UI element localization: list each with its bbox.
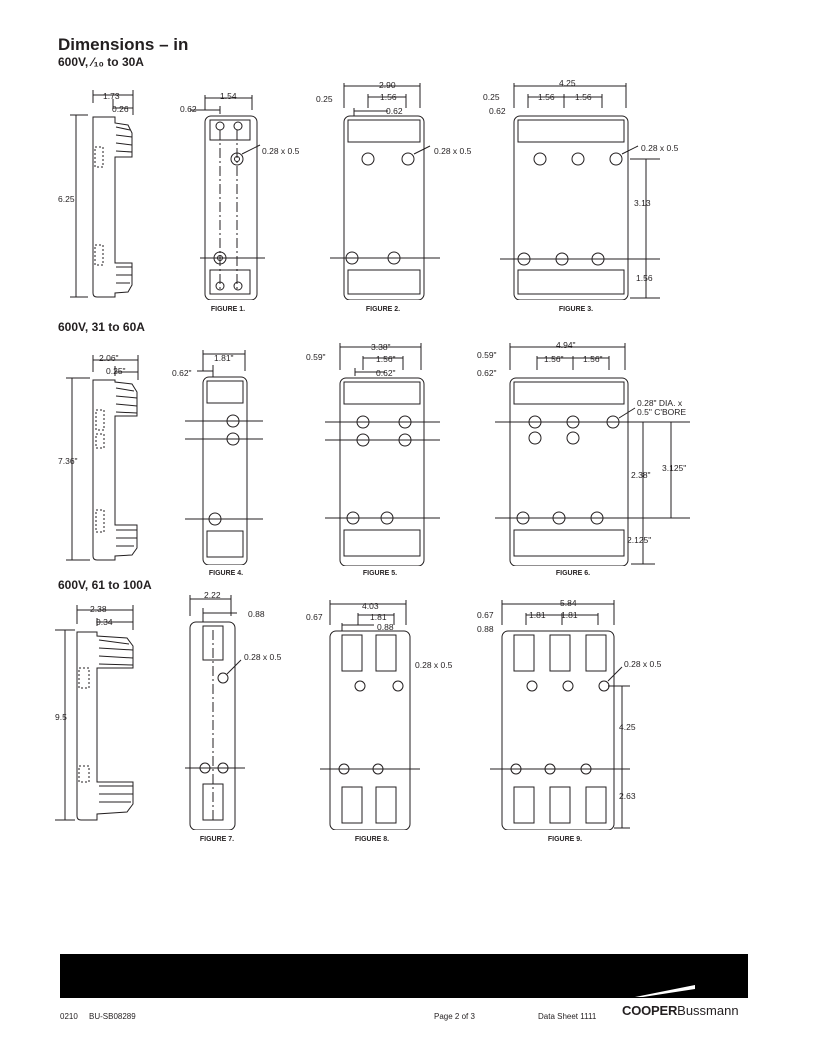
fig6-dim-width: 4.94" xyxy=(556,340,576,350)
figure-6-caption: FIGURE 6. xyxy=(555,570,591,577)
fig6-dim-hole-dia: 0.28" DIA. x xyxy=(637,398,683,408)
figure-7-caption: FIGURE 7. xyxy=(199,836,235,843)
fig6-dim-spacing-2: 1.56" xyxy=(583,354,603,364)
fig8-dim-left: 0.67 xyxy=(306,612,323,622)
fig3-dim-mount-span: 3.13 xyxy=(634,198,651,208)
section-heading-100a: 600V, 61 to 100A xyxy=(58,578,152,592)
fig1-dim-offset: 0.62 xyxy=(180,104,197,114)
figure-8-drawing xyxy=(320,600,420,830)
side-view-30a xyxy=(70,90,134,298)
footer-sheet: Data Sheet 1111 xyxy=(538,1012,597,1021)
footer-band xyxy=(60,954,748,998)
dim-width: 2.38 xyxy=(90,604,107,614)
footer-code: 0210 xyxy=(60,1012,78,1021)
fig6-dim-spacing-1: 1.56" xyxy=(544,354,564,364)
fig4-dim-width: 1.81" xyxy=(214,353,234,363)
fig2-dim-offset: 0.62 xyxy=(386,106,403,116)
fig9-dim-mount-span: 4.25 xyxy=(619,722,636,732)
section-heading-60a: 600V, 31 to 60A xyxy=(58,320,145,334)
fig1-dim-hole: 0.28 x 0.5 xyxy=(262,146,300,156)
fig3-dim-hole: 0.28 x 0.5 xyxy=(641,143,679,153)
fig6-dim-left: 0.59" xyxy=(477,350,497,360)
figure-3-drawing xyxy=(500,83,660,300)
figure-1-drawing xyxy=(190,95,265,300)
figure-9-caption: FIGURE 9. xyxy=(547,836,583,843)
fig6-dim-bottom: 2.125" xyxy=(627,535,652,545)
fig7-dim-hole: 0.28 x 0.5 xyxy=(244,652,282,662)
figure-4-drawing xyxy=(185,350,263,565)
dim-height: 9.5 xyxy=(55,712,67,722)
fig8-dim-spacing: 1.81 xyxy=(370,612,387,622)
footer-page: Page 2 of 3 xyxy=(434,1012,475,1021)
side-view-100a xyxy=(55,605,134,821)
side-view-60a xyxy=(66,355,139,561)
figure-2-drawing xyxy=(330,83,440,300)
figure-8-caption: FIGURE 8. xyxy=(354,836,390,843)
figure-7-drawing xyxy=(185,595,245,830)
fig3-dim-spacing-2: 1.56 xyxy=(575,92,592,102)
fig4-dim-offset: 0.62" xyxy=(172,368,192,378)
brand-logo: COOPERBussmann xyxy=(622,1003,739,1018)
fig7-dim-width: 2.22 xyxy=(204,590,221,600)
dim-offset: 0.25" xyxy=(106,366,126,376)
figure-1-caption: FIGURE 1. xyxy=(210,306,246,313)
fig9-dim-hole: 0.28 x 0.5 xyxy=(624,659,662,669)
fig3-dim-spacing-1: 1.56 xyxy=(538,92,555,102)
fig2-dim-hole: 0.28 x 0.5 xyxy=(434,146,472,156)
fig5-dim-offset: 0.62" xyxy=(376,368,396,378)
dim-height: 6.25 xyxy=(58,194,75,204)
fig3-dim-bottom: 1.56 xyxy=(636,273,653,283)
figure-5-caption: FIGURE 5. xyxy=(362,570,398,577)
brand-bold: COOPER xyxy=(622,1003,678,1018)
fig6-dim-offset: 0.62" xyxy=(477,368,497,378)
figure-5-drawing xyxy=(325,343,440,566)
fig2-dim-spacing: 1.56 xyxy=(380,92,397,102)
dim-offset: 0.26 xyxy=(112,104,129,114)
fig6-dim-hole-cbore: 0.5" C'BORE xyxy=(637,407,687,417)
fig7-dim-offset: 0.88 xyxy=(248,609,265,619)
fig2-dim-width: 2.90 xyxy=(379,80,396,90)
fig3-dim-width: 4.25 xyxy=(559,78,576,88)
fig9-dim-left: 0.67 xyxy=(477,610,494,620)
page-title: Dimensions – in xyxy=(58,35,189,54)
fig2-dim-left: 0.25 xyxy=(316,94,333,104)
fig6-dim-mount-span: 2.38" xyxy=(631,470,651,480)
dim-height: 7.36" xyxy=(58,456,78,466)
fig9-dim-spacing-2: 1.81 xyxy=(561,610,578,620)
fig8-dim-width: 4.03 xyxy=(362,601,379,611)
fig9-dim-offset: 0.88 xyxy=(477,624,494,634)
fig1-dim-width: 1.54 xyxy=(220,91,237,101)
figure-9-drawing xyxy=(490,600,630,830)
fig6-dim-mount-total: 3.125" xyxy=(662,463,687,473)
dim-width: 1.73 xyxy=(103,91,120,101)
brand-regular: Bussmann xyxy=(677,1003,739,1018)
fig3-dim-offset: 0.62 xyxy=(489,106,506,116)
fig9-dim-width: 5.84 xyxy=(560,598,577,608)
fig8-dim-offset: 0.88 xyxy=(377,622,394,632)
fig9-dim-bottom: 2.63 xyxy=(619,791,636,801)
logo-swoosh-icon xyxy=(635,985,695,997)
fig5-dim-left: 0.59" xyxy=(306,352,326,362)
fig5-dim-spacing: 1.56" xyxy=(376,354,396,364)
figure-4-caption: FIGURE 4. xyxy=(208,570,244,577)
fig8-dim-hole: 0.28 x 0.5 xyxy=(415,660,453,670)
dim-offset: 0.34 xyxy=(96,617,113,627)
dim-width: 2.06" xyxy=(99,353,119,363)
footer-doc-number: BU-SB08289 xyxy=(89,1012,136,1021)
fig5-dim-width: 3.38" xyxy=(371,342,391,352)
fig3-dim-left: 0.25 xyxy=(483,92,500,102)
figure-3-caption: FIGURE 3. xyxy=(558,306,594,313)
section-heading-30a: 600V, ⁄₁₀ to 30A xyxy=(58,55,144,69)
figure-6-drawing xyxy=(495,343,690,566)
fig9-dim-spacing-1: 1.81 xyxy=(529,610,546,620)
figure-2-caption: FIGURE 2. xyxy=(365,306,401,313)
